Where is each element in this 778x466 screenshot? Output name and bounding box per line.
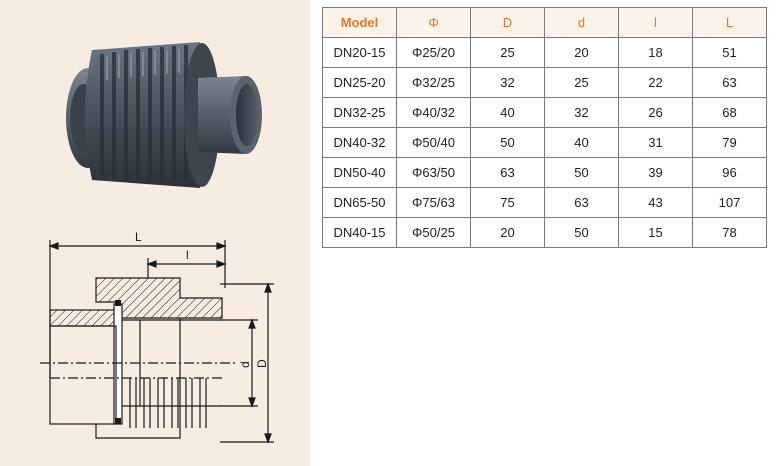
header-D: D [470,7,545,38]
table-row: DN20-15 Φ25/20 25 20 18 51 [322,37,767,68]
cell-d: 50 [544,157,619,188]
table-row: DN25-20 Φ32/25 32 25 22 63 [322,67,767,98]
cell-d: 20 [544,37,619,68]
cell-model: DN50-40 [322,157,397,188]
cell-L: 79 [692,127,767,158]
cell-D: 40 [470,97,545,128]
cross-section-drawing: L l d D [40,230,274,444]
cell-l: 26 [618,97,693,128]
cell-L: 63 [692,67,767,98]
cell-d: 25 [544,67,619,98]
label-d: d [238,361,252,368]
cell-phi: Φ25/20 [396,37,471,68]
header-d: d [544,7,619,38]
label-L: L [135,230,142,244]
cell-phi: Φ32/25 [396,67,471,98]
cell-L: 78 [692,217,767,248]
cell-model: DN40-15 [322,217,397,248]
cell-d: 32 [544,97,619,128]
cell-d: 50 [544,217,619,248]
product-illustration-panel: L l d D [0,0,310,466]
cell-model: DN20-15 [322,37,397,68]
cell-L: 51 [692,37,767,68]
cell-l: 43 [618,187,693,218]
table-row: DN40-32 Φ50/40 50 40 31 79 [322,127,767,158]
cell-D: 32 [470,67,545,98]
cell-model: DN65-50 [322,187,397,218]
table-row: DN32-25 Φ40/32 40 32 26 68 [322,97,767,128]
cell-L: 96 [692,157,767,188]
label-D: D [255,359,269,368]
cell-l: 31 [618,127,693,158]
cell-D: 25 [470,37,545,68]
table-row: DN40-15 Φ50/25 20 50 15 78 [322,217,767,248]
cell-D: 75 [470,187,545,218]
table-header-row: Model Φ D d l L [322,7,767,38]
cell-l: 15 [618,217,693,248]
header-l: l [618,7,693,38]
cell-D: 50 [470,127,545,158]
cell-phi: Φ63/50 [396,157,471,188]
header-L: L [692,7,767,38]
label-l: l [186,248,189,262]
cell-l: 39 [618,157,693,188]
cell-D: 20 [470,217,545,248]
cell-l: 18 [618,37,693,68]
cell-phi: Φ75/63 [396,187,471,218]
union-fitting-photo [66,42,262,188]
table-row: DN65-50 Φ75/63 75 63 43 107 [322,187,767,218]
cell-d: 63 [544,187,619,218]
cell-L: 68 [692,97,767,128]
cell-model: DN40-32 [322,127,397,158]
header-model: Model [322,7,397,38]
header-phi: Φ [396,7,471,38]
cell-model: DN32-25 [322,97,397,128]
cell-model: DN25-20 [322,67,397,98]
table-row: DN50-40 Φ63/50 63 50 39 96 [322,157,767,188]
cell-L: 107 [692,187,767,218]
cell-D: 63 [470,157,545,188]
spec-table: Model Φ D d l L DN20-15 Φ25/20 25 20 18 … [322,7,767,248]
cell-phi: Φ50/25 [396,217,471,248]
cell-d: 40 [544,127,619,158]
cell-l: 22 [618,67,693,98]
cell-phi: Φ50/40 [396,127,471,158]
cell-phi: Φ40/32 [396,97,471,128]
